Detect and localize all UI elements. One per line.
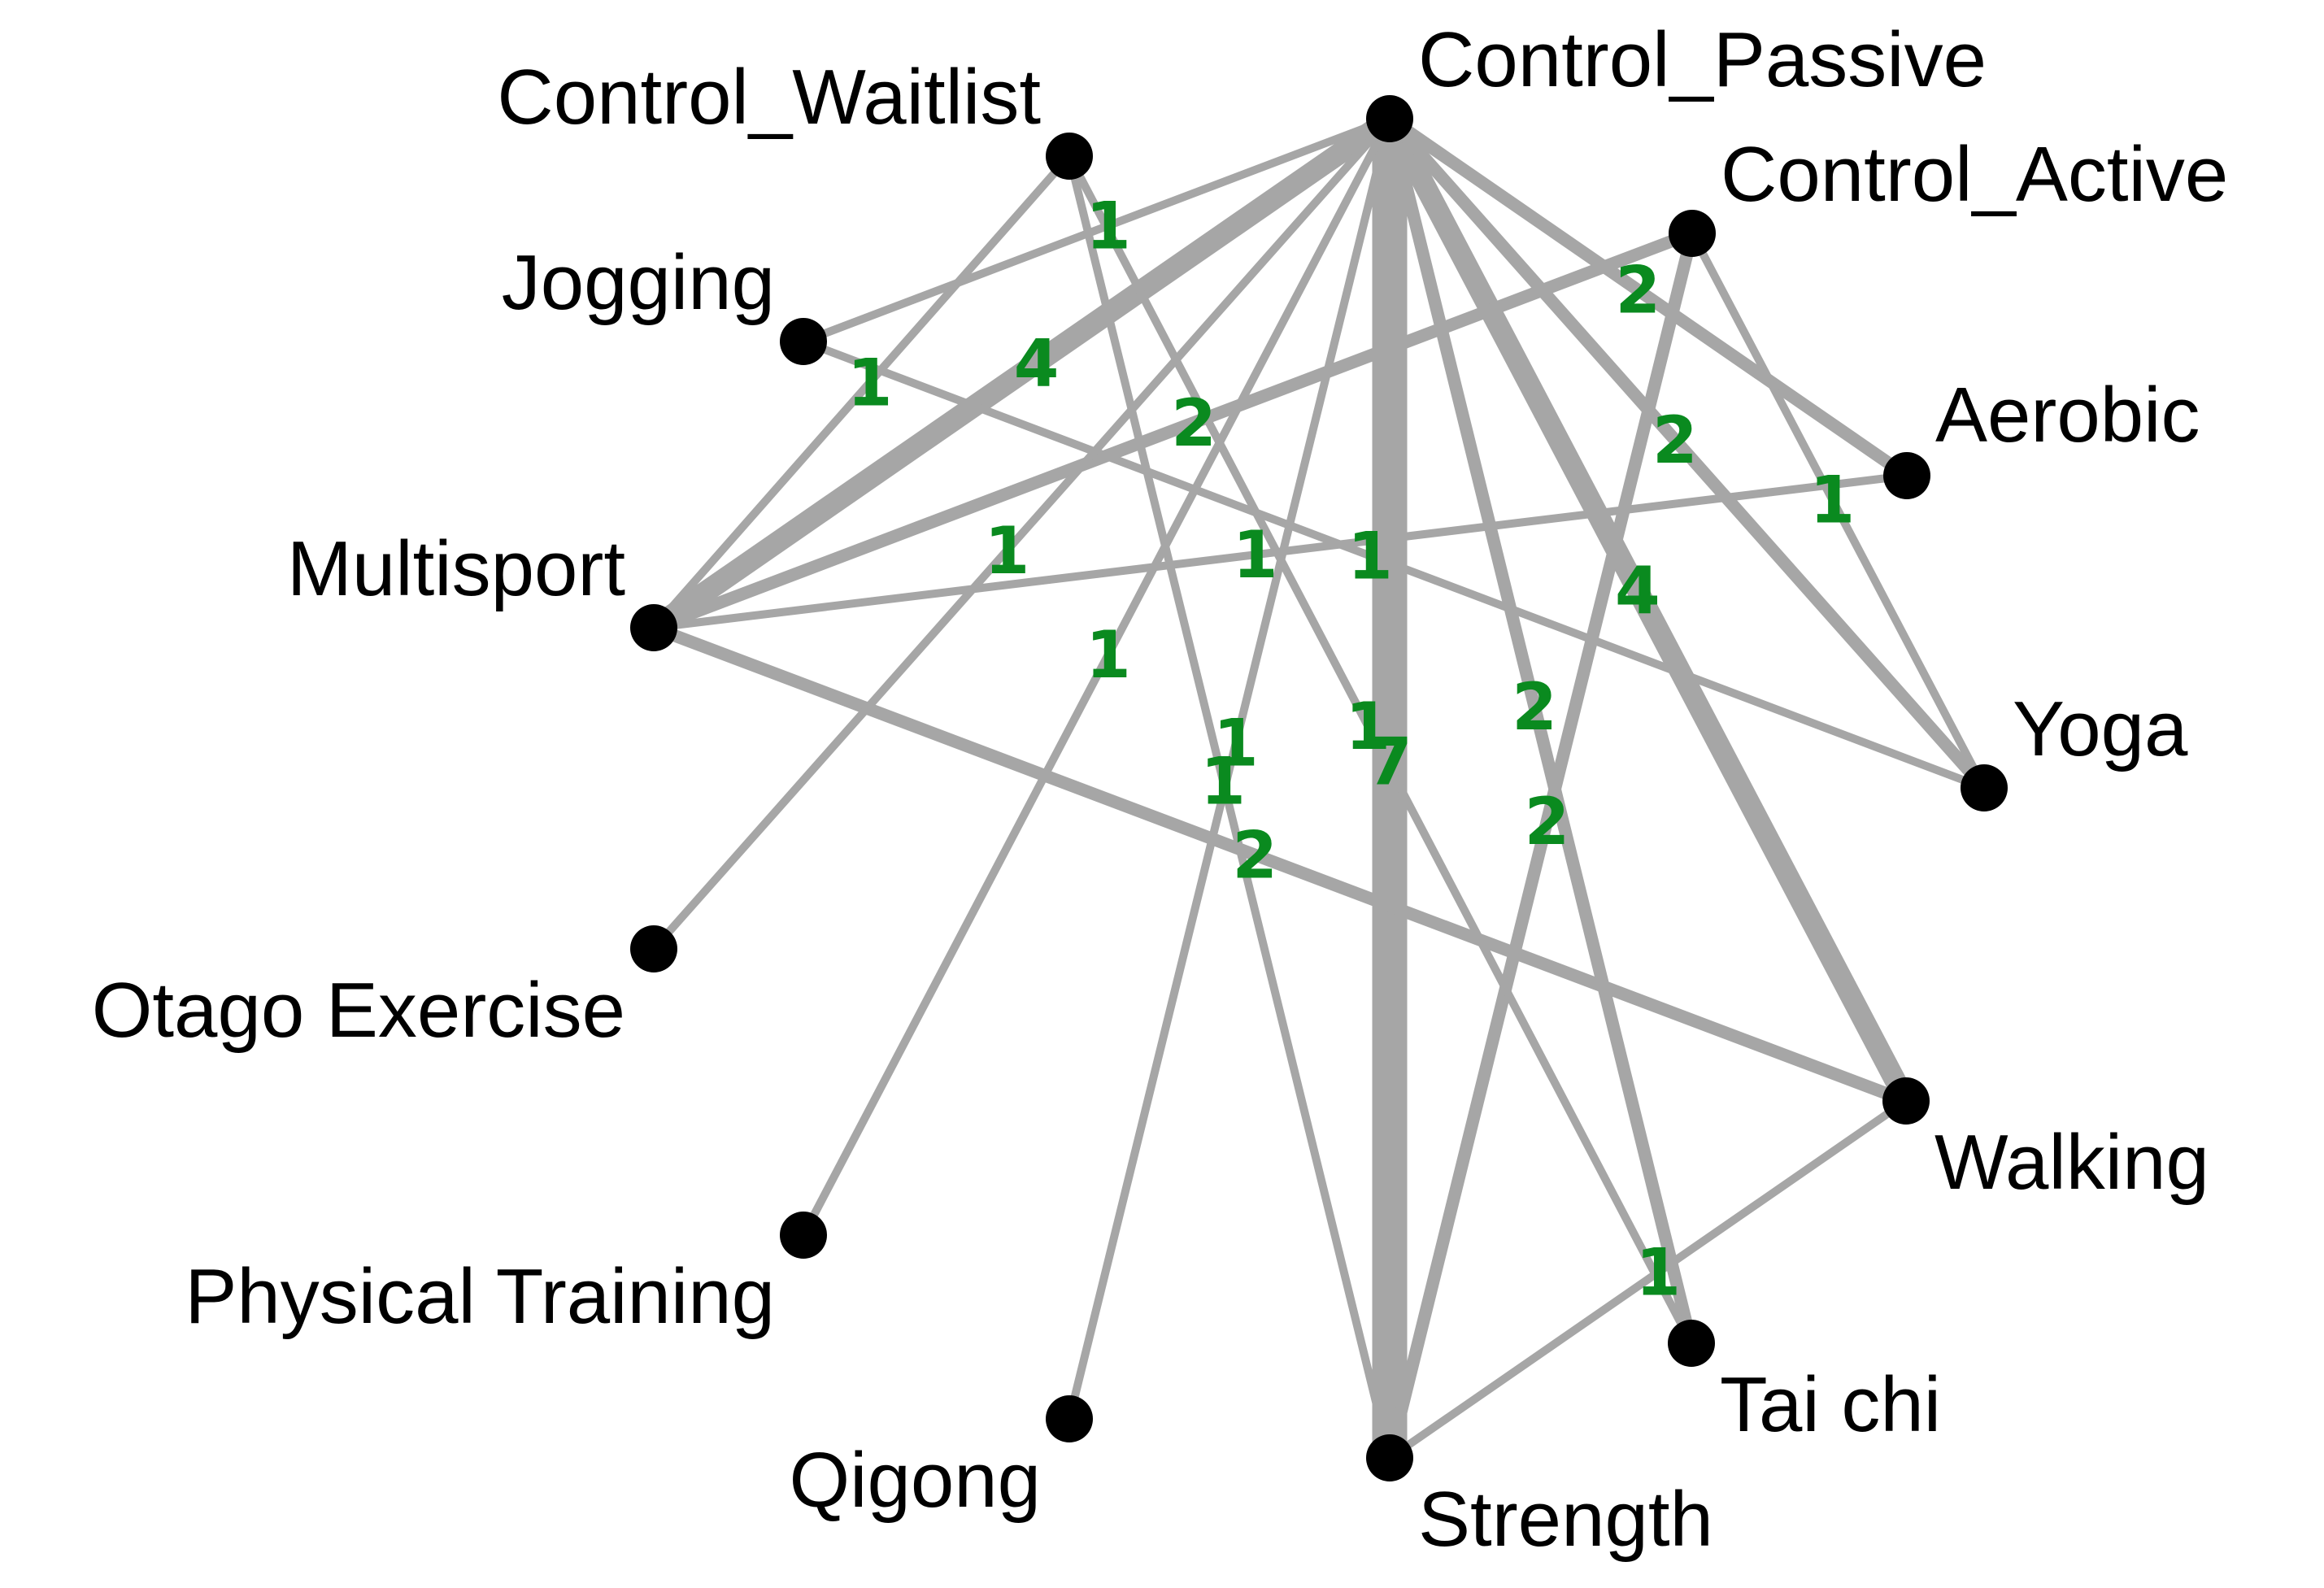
edge-control-active-multisport: [647, 227, 1699, 634]
node-aerobic: [1883, 452, 1930, 499]
edge-otago-exercise-control-passive: [650, 115, 1394, 953]
node-label-aerobic: Aerobic: [1935, 372, 2200, 459]
node-otago-exercise: [630, 925, 677, 972]
edge-control-waitlist-multisport: [650, 152, 1073, 632]
node-label-control-active: Control_Active: [1721, 131, 2228, 218]
node-labels-layer: Control_PassiveControl_ActiveAerobicYoga…: [92, 16, 2229, 1563]
edge-multisport-walking: [647, 621, 1913, 1107]
node-control-active: [1669, 210, 1716, 257]
edge-label-control-active-multisport: 2: [1171, 385, 1216, 461]
nodes-layer: [630, 95, 2008, 1481]
edge-label-control-passive-jogging: 1: [1086, 189, 1131, 264]
edge-label-walking-strength: 1: [1635, 1235, 1681, 1311]
edge-label-control-waitlist-tai-chi: 1: [1345, 689, 1390, 764]
node-control-passive: [1366, 95, 1413, 142]
edge-control-active-yoga: [1688, 229, 1988, 792]
node-walking: [1882, 1077, 1930, 1125]
edge-label-control-passive-tai-chi: 2: [1512, 669, 1557, 745]
edge-label-control-active-yoga: 1: [1809, 462, 1855, 537]
node-qigong: [1046, 1395, 1093, 1442]
edge-control-passive-aerobic: [1383, 112, 1913, 482]
edge-label-control-passive-qigong: 1: [1213, 706, 1259, 781]
node-label-jogging: Jogging: [502, 239, 775, 326]
edge-label-control-waitlist-multisport: 1: [847, 345, 893, 420]
node-tai-chi: [1668, 1320, 1715, 1367]
edge-label-otago-exercise-control-passive: 1: [985, 513, 1030, 589]
node-label-tai-chi: Tai chi: [1720, 1361, 1941, 1448]
edge-label-multisport-aerobic: 1: [1233, 517, 1278, 593]
node-multisport: [630, 604, 677, 651]
node-label-otago-exercise: Otago Exercise: [92, 967, 625, 1054]
node-control-waitlist: [1046, 133, 1093, 180]
node-label-control-passive: Control_Passive: [1418, 16, 1987, 103]
edge-control-active-strength: [1383, 227, 1699, 1464]
node-physical-training: [780, 1212, 827, 1259]
edge-control-passive-yoga: [1383, 112, 1991, 794]
node-label-control-waitlist: Control_Waitlist: [497, 54, 1041, 141]
edge-control-passive-jogging: [799, 115, 1394, 346]
edge-label-control-passive-walking: 4: [1615, 553, 1660, 629]
node-yoga: [1961, 764, 2008, 811]
edge-label-control-passive-physical-training: 1: [1086, 617, 1131, 693]
edge-control-passive-multisport: [642, 107, 1401, 639]
edge-control-waitlist-tai-chi: [1065, 152, 1695, 1347]
node-label-multisport: Multisport: [287, 525, 625, 612]
edge-label-multisport-walking: 2: [1232, 817, 1277, 893]
node-label-walking: Walking: [1934, 1119, 2209, 1206]
edge-label-control-passive-multisport: 4: [1014, 325, 1060, 401]
edge-multisport-aerobic: [650, 472, 1911, 632]
edge-control-passive-physical-training: [799, 115, 1394, 1239]
node-label-yoga: Yoga: [2013, 685, 2188, 772]
edge-control-waitlist-strength: [1065, 152, 1394, 1462]
edge-control-passive-qigong: [1065, 115, 1394, 1423]
edge-label-control-passive-strength: 7: [1367, 724, 1412, 800]
edge-label-control-passive-aerobic: 2: [1615, 253, 1660, 328]
edge-control-passive-walking: [1378, 107, 1917, 1112]
edges-layer: [642, 101, 1991, 1476]
edge-label-jogging-yoga: 1: [1347, 519, 1393, 594]
edge-label-control-waitlist-strength: 1: [1200, 743, 1246, 819]
node-strength: [1366, 1434, 1413, 1481]
edge-jogging-yoga: [799, 337, 1988, 792]
edge-walking-strength: [1386, 1097, 1910, 1462]
node-label-qigong: Qigong: [789, 1437, 1041, 1524]
edge-label-control-passive-yoga: 2: [1652, 402, 1698, 478]
node-label-strength: Strength: [1418, 1476, 1713, 1563]
node-label-physical-training: Physical Training: [185, 1253, 775, 1340]
node-jogging: [780, 318, 827, 365]
edge-label-control-active-strength: 2: [1525, 784, 1570, 859]
